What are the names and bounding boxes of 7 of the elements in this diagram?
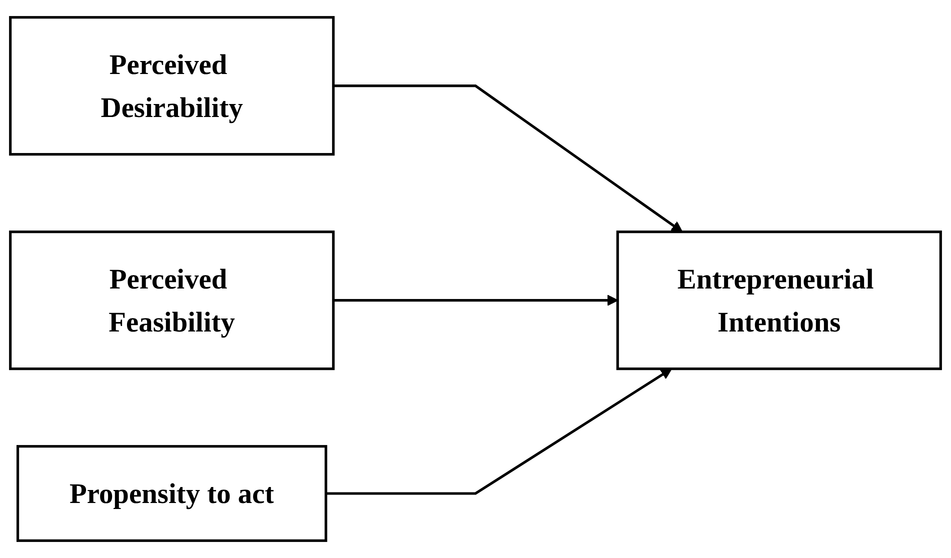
node-box: Propensity to act <box>16 445 328 542</box>
arrow <box>333 84 683 232</box>
arrow <box>326 368 672 495</box>
node-box: Entrepreneurial Intentions <box>616 230 942 370</box>
arrow <box>333 294 618 306</box>
node-box: Perceived Desirability <box>9 16 335 156</box>
node-box: Perceived Feasibility <box>9 230 335 370</box>
